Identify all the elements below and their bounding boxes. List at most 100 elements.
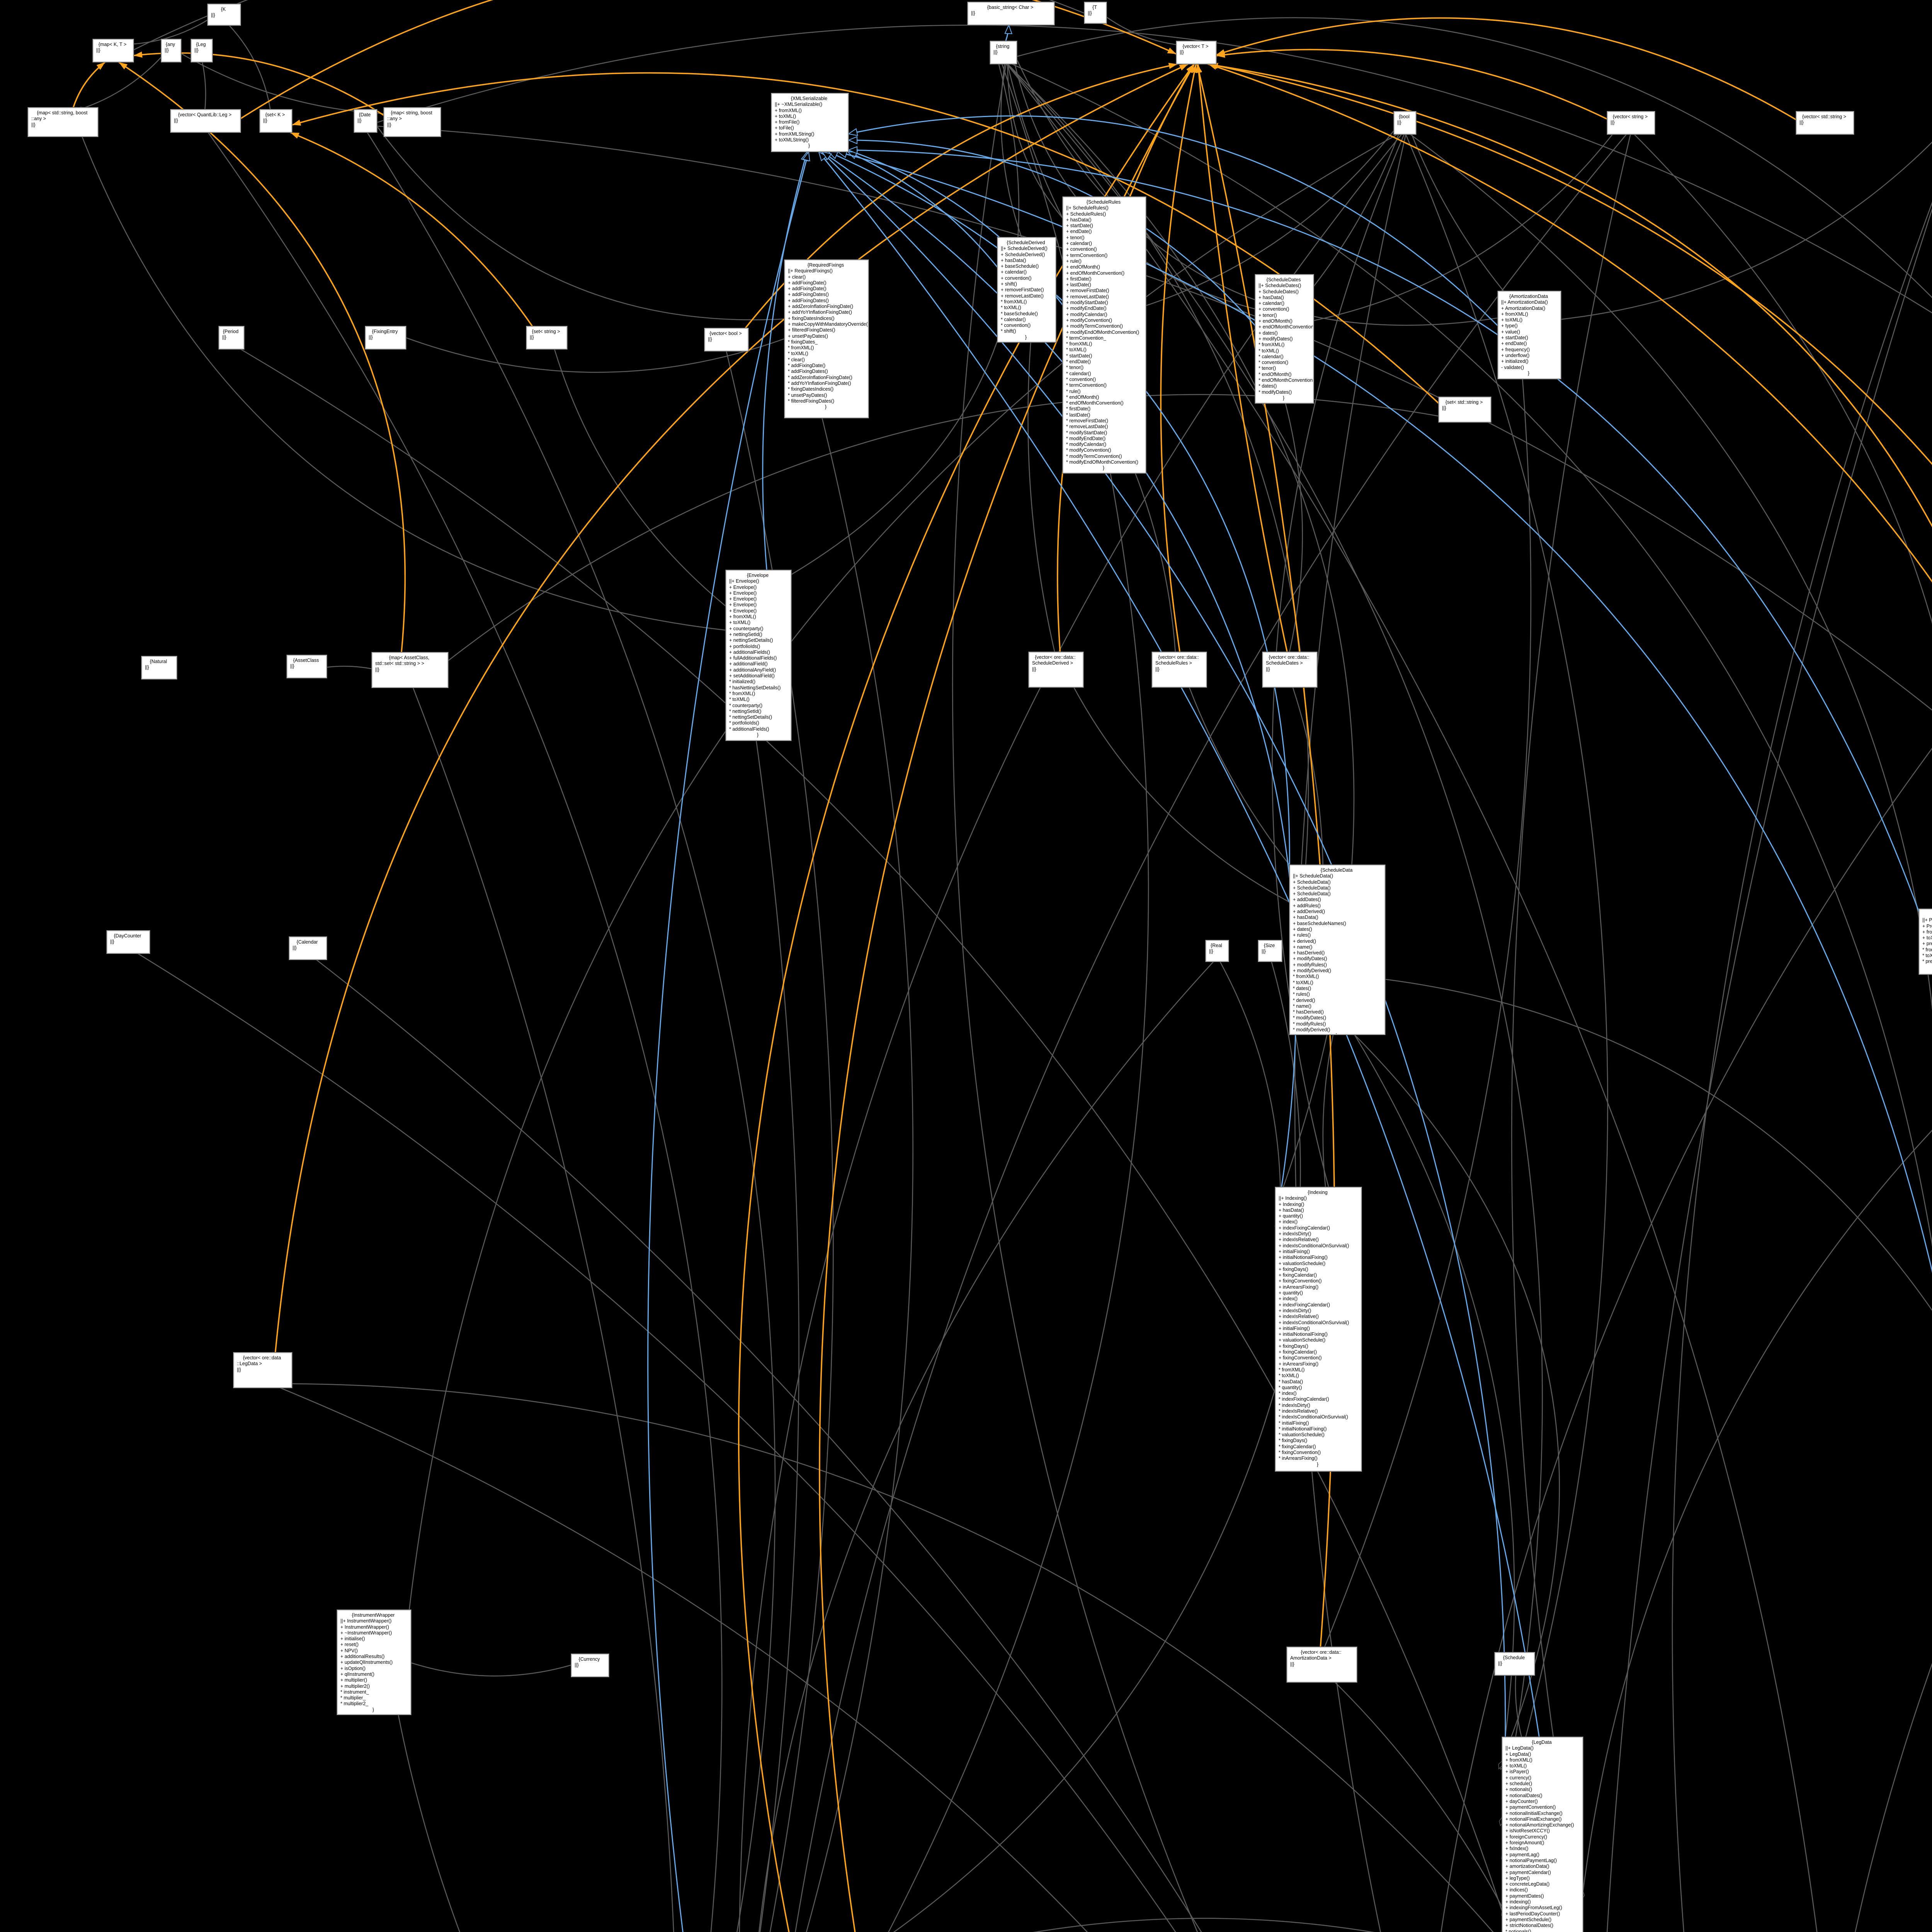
class-node-setsstr[interactable]: {set< std::string >||} xyxy=(1438,396,1492,423)
edge-vschrul-schrul xyxy=(1134,473,1178,661)
class-node-env[interactable]: {Envelope||+ Envelope()+ Envelope()+ Env… xyxy=(725,570,792,741)
class-node-mapac[interactable]: {map< AssetClass,std::set< std::string >… xyxy=(371,652,449,688)
class-node-mapsba[interactable]: {map< std::string, boost::any >||} xyxy=(27,107,99,137)
class-member: ||} xyxy=(369,335,373,340)
class-node-k[interactable]: {K||} xyxy=(207,3,241,26)
class-member: + firstDate() xyxy=(1066,276,1092,282)
class-node-period[interactable]: {Period||} xyxy=(218,326,245,350)
class-member: * initialNotionalFixing() xyxy=(1279,1426,1327,1432)
edge-reqfix-fixent xyxy=(406,335,793,373)
class-member: ||} xyxy=(1611,120,1615,126)
class-node-sched[interactable]: {Schedule||} xyxy=(1494,1652,1535,1676)
class-title: {any xyxy=(165,42,175,47)
class-node-fixent[interactable]: {FixingEntry||} xyxy=(365,326,406,350)
edge-setstr-setk xyxy=(290,132,533,327)
class-node-premdata[interactable]: {PremiumData||+ PremiumData()+ PremiumDa… xyxy=(1918,908,1932,975)
class-member: + paymentDates() xyxy=(1505,1893,1544,1899)
class-node-any[interactable]: {any||} xyxy=(161,39,182,63)
class-member: ||} xyxy=(993,49,998,55)
class-member: * fixingCalendar() xyxy=(1279,1444,1316,1449)
class-node-schdat[interactable]: {ScheduleDates||+ ScheduleDates()+ Sched… xyxy=(1255,274,1314,404)
class-node-amort[interactable]: {AmortizationData||+ AmortizationData()+… xyxy=(1497,291,1561,379)
class-node-ccy[interactable]: {Currency||} xyxy=(571,1653,609,1677)
class-member: * modifyEndOfMonthConvention() xyxy=(1066,459,1138,465)
class-node-schdata[interactable]: {ScheduleData||+ ScheduleData()+ Schedul… xyxy=(1289,864,1386,1035)
class-node-vecstr[interactable]: {vector< string >||} xyxy=(1607,111,1655,135)
class-member: } xyxy=(372,1707,374,1713)
class-member: ||} xyxy=(1266,666,1270,672)
class-member: } xyxy=(825,404,827,410)
class-member: + toXML() xyxy=(1922,935,1932,941)
class-title: {ScheduleDerived xyxy=(1007,240,1045,245)
class-node-instw[interactable]: {InstrumentWrapper||+ InstrumentWrapper(… xyxy=(337,1609,412,1715)
class-node-date[interactable]: {Date||} xyxy=(354,109,378,133)
class-member: ||} xyxy=(1799,120,1804,126)
class-node-size[interactable]: {Size||} xyxy=(1258,940,1282,962)
class-member: + modifyConvention() xyxy=(1066,317,1112,323)
class-title: {vector< ore::data:: xyxy=(1301,1650,1342,1655)
class-node-vect[interactable]: {vector< T >||} xyxy=(1176,41,1217,65)
class-node-cal[interactable]: {Calendar||} xyxy=(289,936,327,960)
class-node-real[interactable]: {Real||} xyxy=(1205,940,1229,962)
class-member: + fixingConvention() xyxy=(1279,1278,1322,1284)
class-node-schdrv[interactable]: {ScheduleDerived||+ ScheduleDerived()+ S… xyxy=(997,237,1056,343)
class-node-daycnt[interactable]: {DayCounter||} xyxy=(106,930,150,954)
class-node-vecld[interactable]: {vector< ore::data::LegData >||} xyxy=(233,1352,293,1388)
class-node-vecsstr[interactable]: {vector< std::string >||} xyxy=(1796,111,1854,135)
class-member: * calendar() xyxy=(1001,316,1026,322)
class-node-setstr[interactable]: {set< string >||} xyxy=(526,326,568,350)
edge-indexing-size xyxy=(1271,961,1303,1196)
class-member: + modifyRules() xyxy=(1293,962,1327,968)
class-node-vecleg[interactable]: {vector< QuantLib::Leg >||} xyxy=(170,109,241,133)
class-member: + initialNotionalFixing() xyxy=(1279,1255,1328,1260)
edge-indexing-xmls xyxy=(822,152,1297,1227)
class-member: ||+ ScheduleDerived() xyxy=(1001,246,1048,252)
class-node-bstr[interactable]: {basic_string< Char >||} xyxy=(967,2,1055,26)
class-member: + fixingCalendar() xyxy=(1279,1349,1317,1355)
class-node-natural[interactable]: {Natural||} xyxy=(141,656,177,680)
class-node-mapkt[interactable]: {map< K, T >||} xyxy=(92,39,134,63)
class-member: + calendar() xyxy=(1066,241,1092,247)
class-member: * addFixingDates() xyxy=(788,369,828,374)
class-member: + makeCopyWithMandatoryOverride() xyxy=(788,321,869,327)
class-node-indexing[interactable]: {Indexing||+ Indexing()+ Indexing()+ has… xyxy=(1275,1187,1362,1472)
class-node-vschdat[interactable]: {vector< ore::data::ScheduleDates >||} xyxy=(1262,651,1318,688)
class-node-leg[interactable]: {Leg||} xyxy=(190,39,213,63)
class-node-assetcl[interactable]: {AssetClass||} xyxy=(286,655,327,679)
class-node-xmls[interactable]: {XMLSerializable||+ ~XMLSerializable()+ … xyxy=(771,93,849,152)
class-member: + foreignAmount() xyxy=(1505,1840,1544,1846)
class-node-vecbool[interactable]: {vector< bool >||} xyxy=(704,328,749,352)
class-node-vschrul[interactable]: {vector< ore::data::ScheduleRules >||} xyxy=(1151,651,1207,688)
class-node-bool[interactable]: {bool||} xyxy=(1393,111,1417,135)
class-member: * indexFixingCalendar() xyxy=(1279,1396,1329,1402)
edge-vecam-amort xyxy=(1321,379,1532,1656)
class-member: + index() xyxy=(1279,1296,1298,1302)
class-title: {XMLSerializable xyxy=(791,96,828,101)
class-node-legdata[interactable]: {LegData||+ LegData()+ LegData()+ fromXM… xyxy=(1502,1736,1583,1932)
class-node-vschdrv[interactable]: {vector< ore::data::ScheduleDerived >||} xyxy=(1028,651,1084,688)
class-node-vecam[interactable]: {vector< ore::data::AmortizationData >||… xyxy=(1286,1646,1357,1683)
edge-mapsba2-any xyxy=(181,53,393,116)
class-member: + endOfMonth() xyxy=(1066,264,1100,270)
class-title: {vector< ore::data xyxy=(243,1355,281,1361)
class-node-mapsba2[interactable]: {map< string, boost::any >||} xyxy=(383,107,441,137)
class-title: {bool xyxy=(1399,114,1410,119)
class-member: + ScheduleDerived() xyxy=(1001,252,1045,257)
class-member: + paymentSchedule() xyxy=(1505,1917,1552,1922)
class-member: ||} xyxy=(708,337,712,342)
class-node-setk[interactable]: {set< K >||} xyxy=(259,109,293,133)
class-title: {map< std::string, boost xyxy=(37,110,88,116)
class-member: } xyxy=(1922,965,1932,971)
class-node-str[interactable]: {string||} xyxy=(990,41,1017,65)
class-member: * fromXML() xyxy=(729,690,755,696)
edge-trade-xmls xyxy=(647,152,809,1932)
class-member: + ~InstrumentWrapper() xyxy=(340,1630,392,1636)
class-node-reqfix[interactable]: {RequiredFixings||+ RequiredFixings()+ c… xyxy=(784,259,869,418)
class-member: + toXML() xyxy=(729,620,751,626)
class-member: AmortizationData > xyxy=(1290,1655,1332,1661)
class-member: + notionals() xyxy=(1505,1787,1532,1793)
class-member: * removeLastDate() xyxy=(1066,424,1108,430)
class-node-t[interactable]: {T||} xyxy=(1084,2,1107,24)
class-node-schrul[interactable]: {ScheduleRules||+ ScheduleRules()+ Sched… xyxy=(1062,196,1146,474)
